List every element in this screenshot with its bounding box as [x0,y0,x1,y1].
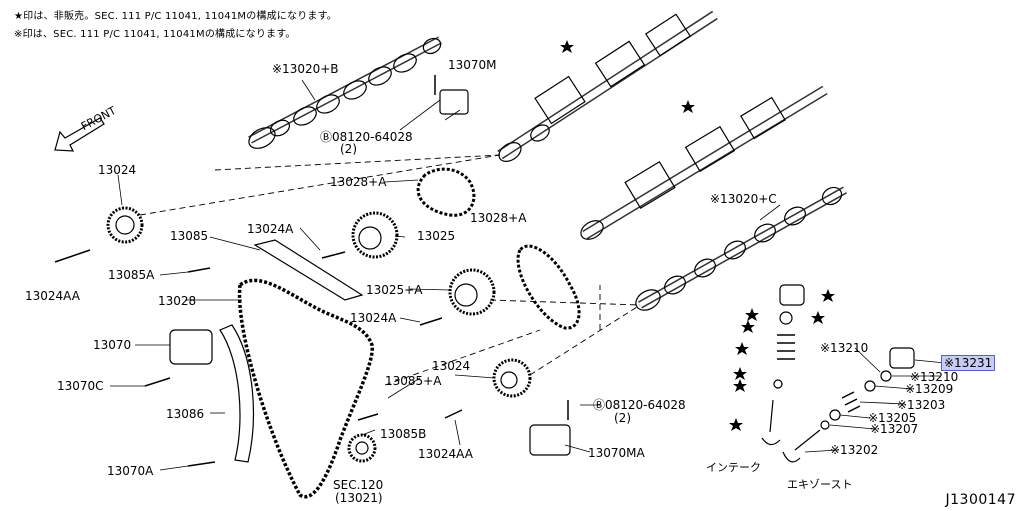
label-13070c[interactable]: 13070C [57,379,104,393]
camshaft-13020b[interactable] [245,36,443,153]
label-13085b[interactable]: 13085B [380,427,427,441]
label-bolt-mid[interactable]: Ⓑ08120-64028 [593,398,686,412]
label-13209[interactable]: ※13209 [905,382,954,396]
label-bolt-top[interactable]: Ⓑ08120-64028 [320,130,413,144]
label-13025[interactable]: 13025 [417,229,456,243]
bolt-13024a-top[interactable] [321,251,346,259]
label-13203[interactable]: ※13203 [897,398,946,412]
valve-intake[interactable] [761,399,781,446]
tensioner-13070ma[interactable] [529,424,571,456]
lifter-top[interactable] [779,284,805,306]
valve-spring-13203[interactable] [841,391,861,413]
label-13070[interactable]: 13070 [93,338,132,352]
chain-guide-13086[interactable] [219,324,254,463]
camshaft-13020c[interactable] [632,184,847,314]
diagram-code: J1300147 [945,492,1016,508]
label-13210-right[interactable]: ※13210 [910,370,959,384]
label-13070ma[interactable]: 13070MA [588,446,645,460]
bolt-13070a[interactable] [187,461,216,467]
label-13086[interactable]: 13086 [166,407,205,421]
label-13024-mid[interactable]: 13024 [432,359,471,373]
retainer-intake[interactable] [779,311,793,325]
front-arrow-icon [54,117,105,152]
label-intake: インテーク [706,461,761,474]
bolt-13024aa-mid[interactable] [444,409,463,419]
label-13205[interactable]: ※13205 [868,411,917,425]
label-bolt-top-qty: (2) [340,142,357,156]
retainer-13210[interactable] [880,370,892,382]
label-13202[interactable]: ※13202 [830,443,879,457]
bolt-13085b[interactable] [357,413,379,421]
star-marks [560,40,835,431]
label-13028a-mid[interactable]: 13028+A [470,211,527,225]
label-13207[interactable]: ※13207 [870,422,919,436]
label-13024aa-mid[interactable]: 13024AA [418,447,473,461]
sprocket-13024-top[interactable] [106,206,144,244]
camshaft-bracket-lower[interactable] [578,85,828,243]
bolt-13085a[interactable] [187,267,211,273]
bolt-13024aa-left[interactable] [54,249,91,263]
note-not-for-sale: ★印は、非販売。SEC. 111 P/C 11041, 11041Mの構成になり… [14,11,338,22]
label-13070a[interactable]: 13070A [107,464,154,478]
chain-guide-13085[interactable] [253,239,364,301]
label-13231[interactable]: ※13231 [941,355,996,371]
seat-13205[interactable] [829,409,841,421]
valve-exhaust-13202[interactable] [782,429,821,463]
seal-13207[interactable] [820,420,830,430]
label-13210-left[interactable]: ※13210 [820,341,869,355]
label-13024aa-left[interactable]: 13024AA [25,289,80,303]
label-exhaust: エキゾースト [787,478,853,491]
label-13020c[interactable]: ※13020+C [710,192,777,206]
chain-13028[interactable] [237,278,375,499]
bolt-13070c[interactable] [144,377,171,387]
bolt-13024a-mid[interactable] [419,317,443,326]
label-13024a-mid[interactable]: 13024A [350,311,397,325]
sprocket-13025a[interactable] [448,268,496,316]
label-13085a-plus[interactable]: 13085+A [385,374,442,388]
lifter-13231[interactable] [889,347,915,369]
label-13025a[interactable]: 13025+A [366,283,423,297]
note-composition: ※印は、SEC. 111 P/C 11041, 11041Mの構成になります。 [14,29,296,40]
label-sec120[interactable]: SEC.120 [333,478,384,492]
chain-13028a-mid[interactable] [516,244,581,330]
label-bolt-mid-qty: (2) [614,411,631,425]
seal-intake[interactable] [773,379,783,389]
collet-13209[interactable] [864,380,876,392]
camshaft-bracket-upper[interactable] [496,10,718,165]
label-13024-top[interactable]: 13024 [98,163,137,177]
label-sec120-sub: (13021) [335,491,383,505]
label-13085[interactable]: 13085 [170,229,209,243]
chain-13028a-top[interactable] [416,167,476,217]
sprocket-crank[interactable] [347,433,377,463]
label-13020b[interactable]: ※13020+B [272,62,339,76]
label-13070m[interactable]: 13070M [448,58,497,72]
label-13028a-top[interactable]: 13028+A [330,175,387,189]
label-13028[interactable]: 13028 [158,294,197,308]
sprocket-13024-mid[interactable] [492,358,532,398]
tensioner-13070m[interactable] [439,89,469,115]
valve-spring-intake[interactable] [777,334,795,360]
label-13024a-top[interactable]: 13024A [247,222,294,236]
label-13085a[interactable]: 13085A [108,268,155,282]
sprocket-13025[interactable] [351,211,399,259]
tensioner-13070[interactable] [169,329,213,365]
